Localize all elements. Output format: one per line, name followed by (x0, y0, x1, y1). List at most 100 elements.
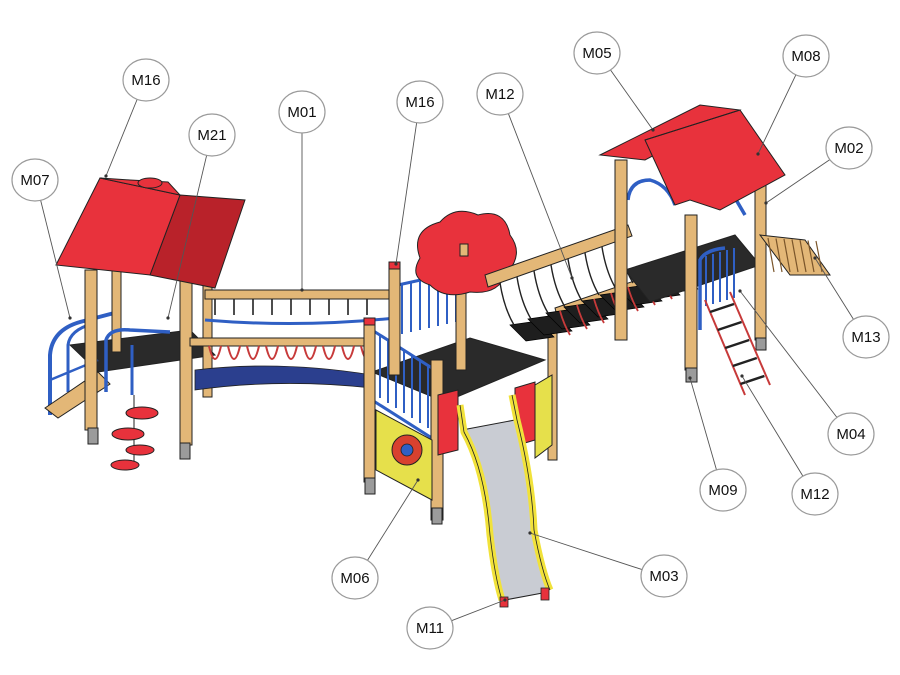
callout-m05: M05 (573, 31, 621, 75)
callout-bubble (406, 606, 454, 650)
leader-dot-m01 (300, 288, 304, 292)
leader-m08 (757, 74, 797, 155)
callout-bubble (827, 412, 875, 456)
callout-m06: M06 (331, 556, 379, 600)
leader-m13 (814, 257, 854, 320)
leader-dot-m05 (651, 128, 655, 132)
callout-bubble (476, 72, 524, 116)
callout-label: M16 (405, 94, 434, 111)
left-tower (44, 177, 246, 471)
leader-dot-m07 (68, 316, 72, 320)
slide-foot-1 (499, 596, 509, 608)
callout-m07: M07 (11, 158, 59, 202)
net-bridge (189, 289, 398, 391)
callout-m13: M13 (842, 315, 890, 359)
callout-bubble (331, 556, 379, 600)
callout-label: M04 (836, 426, 865, 443)
callout-label: M08 (791, 48, 820, 65)
callout-m12b: M12 (791, 472, 839, 516)
leader-m16b (395, 122, 418, 265)
callout-m02: M02 (825, 126, 873, 170)
right-railing (705, 248, 735, 306)
bridge-rail-upper (484, 224, 633, 288)
left-foot-2 (179, 442, 191, 460)
callout-bubble (782, 34, 830, 78)
ladder-rung (709, 302, 735, 314)
callout-bubble (188, 113, 236, 157)
leader-dot-m04 (738, 289, 742, 293)
callout-label: M07 (20, 172, 49, 189)
leader-dot-m21 (166, 316, 170, 320)
playground-structure (44, 104, 831, 608)
right-post-2 (684, 214, 698, 371)
middle-post-top-1 (363, 317, 376, 326)
callout-label: M12 (485, 86, 514, 103)
callout-label: M11 (416, 620, 444, 637)
callout-label: M16 (131, 72, 160, 89)
callout-label: M09 (708, 482, 737, 499)
callout-m16b: M16 (396, 80, 444, 124)
bridge-net-mesh (194, 365, 373, 391)
right-post-3 (754, 179, 767, 341)
leader-m12b (741, 375, 804, 477)
left-post-2 (179, 259, 193, 446)
leader-m05 (610, 69, 654, 131)
bridge-rope (550, 264, 566, 308)
callout-label: M06 (340, 570, 369, 587)
callout-bubble (122, 58, 170, 102)
leader-m07 (40, 200, 71, 319)
left-roof-cap (137, 177, 163, 189)
callout-m03: M03 (640, 554, 688, 598)
left-side-rail (48, 310, 119, 415)
right-tower-rail (698, 246, 726, 330)
right-roof-ridge (644, 109, 741, 141)
bridge-rope (499, 282, 515, 326)
leader-dot-m12a (570, 276, 574, 280)
leader-dot-m09 (688, 376, 692, 380)
leader-dot-m08 (756, 152, 760, 156)
left-post-3 (111, 261, 122, 353)
callout-label: M02 (834, 140, 863, 157)
leader-dot-m16b (394, 262, 398, 266)
leader-m02 (765, 159, 831, 204)
callout-label: M12 (800, 486, 829, 503)
ramp-slat (807, 240, 815, 273)
slide-wall-left (437, 389, 459, 456)
net-loop (322, 345, 336, 360)
bridge-rope (601, 246, 617, 290)
ladder-rung (717, 320, 742, 332)
bridge-rope (533, 270, 549, 314)
bridge-rope (584, 252, 600, 296)
callout-m04: M04 (827, 412, 875, 456)
ramp-slat (791, 239, 799, 273)
callout-bubble (278, 90, 326, 134)
leader-m06 (367, 479, 419, 561)
bridge-low-beam (189, 337, 373, 347)
callout-bubble (699, 468, 747, 512)
slide (456, 394, 554, 608)
callout-label: M05 (582, 45, 611, 62)
net-loop (265, 345, 279, 360)
callout-bubble (11, 158, 59, 202)
callout-m09: M09 (699, 468, 747, 512)
leader-dot-m02 (764, 201, 768, 205)
ramp-slat (783, 238, 791, 273)
right-side-panel (534, 374, 553, 460)
left-front-rail (104, 327, 171, 392)
leader-m16a (105, 99, 138, 177)
middle-post-3 (388, 264, 401, 376)
callout-m11: M11 (406, 606, 454, 650)
callout-bubble (396, 80, 444, 124)
middle-foot-2 (431, 507, 443, 525)
left-foot-1 (87, 427, 99, 445)
bridge-rope (516, 276, 532, 320)
callout-label: M03 (649, 568, 678, 585)
leader-dot-m03 (528, 531, 532, 535)
leader-dot-m06 (416, 478, 420, 482)
right-tower (598, 104, 831, 396)
right-foot-1 (685, 367, 698, 383)
leader-dot-m11 (503, 598, 507, 602)
bridge-rope-red (593, 298, 605, 324)
slide-foot-2 (540, 587, 550, 601)
